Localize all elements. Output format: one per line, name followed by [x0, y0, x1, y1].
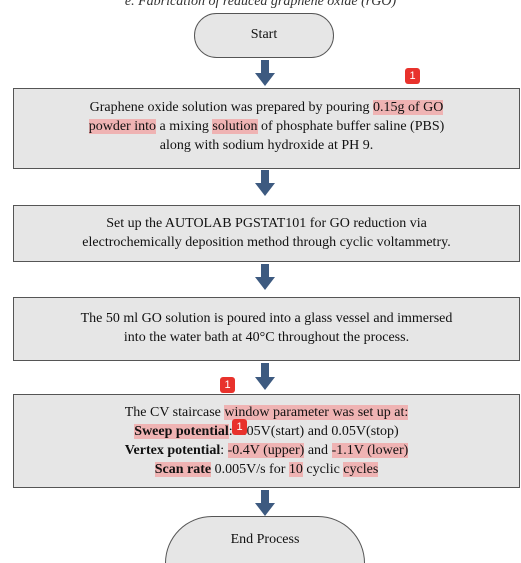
end-label: End Process — [230, 532, 300, 547]
arrow-step4-to-end — [255, 490, 275, 516]
step-3-box: The 50 ml GO solution is poured into a g… — [13, 297, 520, 361]
highlight-text: solution — [212, 119, 258, 134]
step-4-line-3: Vertex potential: -0.4V (upper) and -1.1… — [124, 443, 409, 458]
highlight-text: powder into — [88, 119, 156, 134]
step-2-line-2: electrochemically deposition method thro… — [82, 235, 451, 250]
arrow-step3-to-step4 — [255, 363, 275, 390]
step-2-box: Set up the AUTOLAB PGSTAT101 for GO redu… — [13, 205, 520, 262]
highlight-text: cycles — [343, 462, 379, 477]
arrow-step2-to-step3 — [255, 264, 275, 290]
step-3-line-1: The 50 ml GO solution is poured into a g… — [80, 311, 453, 326]
sweep-potential-label: Sweep potential — [134, 424, 229, 439]
arrow-start-to-step1 — [255, 60, 275, 86]
highlight-text: 10 — [288, 462, 303, 477]
annotation-badge[interactable]: 1 — [220, 377, 235, 393]
arrow-step1-to-step2 — [255, 170, 275, 196]
step-1-box: Graphene oxide solution was prepared by … — [13, 88, 520, 169]
vertex-potential-label: Vertex potential — [124, 443, 221, 458]
figure-caption: e. Fabrication of reduced graphene oxide… — [124, 0, 397, 9]
end-node: End Process — [165, 516, 365, 563]
highlight-text: -0.4V (upper) — [227, 443, 305, 458]
step-1-line-3: along with sodium hydroxide at PH 9. — [159, 138, 374, 153]
step-4-line-4: Scan rate 0.005V/s for 10 cyclic cycles — [154, 462, 379, 477]
step-3-line-2: into the water bath at 40°C throughout t… — [123, 330, 410, 345]
highlight-text: 0.15g of GO — [373, 100, 444, 115]
start-label: Start — [250, 27, 278, 42]
highlight-text: -1.1V (lower) — [331, 443, 409, 458]
step-1-line-1: Graphene oxide solution was prepared by … — [89, 100, 444, 115]
step-4-line-1: The CV staircase window parameter was se… — [124, 405, 409, 420]
step-4-line-2: Sweep potential: 0.05V(start) and 0.05V(… — [134, 424, 399, 439]
annotation-badge[interactable]: 1 — [232, 419, 247, 435]
highlight-text: window parameter was set up at: — [224, 405, 409, 420]
step-4-box: The CV staircase window parameter was se… — [13, 394, 520, 488]
step-2-line-1: Set up the AUTOLAB PGSTAT101 for GO redu… — [106, 216, 427, 231]
start-node: Start — [194, 13, 334, 58]
step-1-line-2: powder into a mixing solution of phospha… — [88, 119, 445, 134]
annotation-badge[interactable]: 1 — [405, 68, 420, 84]
scan-rate-label: Scan rate — [154, 462, 212, 477]
